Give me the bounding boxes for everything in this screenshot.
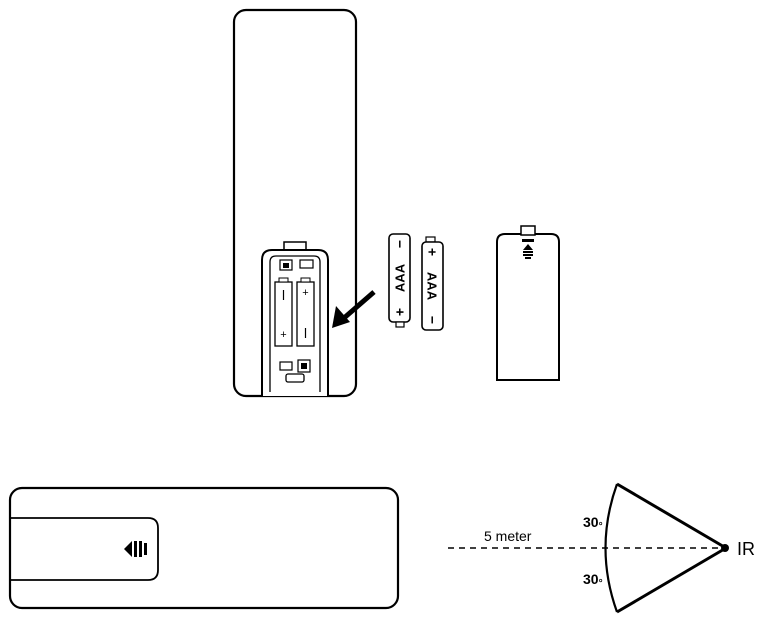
- ir-label: IR: [737, 539, 755, 559]
- remote-side-view: [8, 486, 400, 610]
- battery2-label: AAA: [425, 272, 440, 301]
- aaa-battery-1: + AAA −: [388, 233, 411, 328]
- insert-arrow-icon: [332, 290, 376, 328]
- slot2-plus-mark: +: [302, 287, 308, 299]
- angle-top-label: 30°: [583, 514, 603, 532]
- battery1-minus: −: [392, 240, 408, 248]
- open-cover-icon: [523, 244, 533, 259]
- angle-bottom-label: 30°: [583, 571, 603, 589]
- battery2-minus: −: [425, 316, 441, 324]
- battery1-plus: +: [392, 308, 408, 316]
- battery2-plus: +: [425, 248, 441, 256]
- ir-range-diagram: 5 meter 30° 30° IR: [448, 482, 755, 614]
- ir-emitter-point: [721, 544, 729, 552]
- battery-cover: [496, 225, 560, 381]
- slot1-plus-mark: +: [280, 329, 286, 341]
- battery1-label: AAA: [393, 263, 408, 292]
- slide-cover-icon: [124, 541, 147, 557]
- distance-label: 5 meter: [484, 528, 532, 544]
- battery-compartment: + +: [261, 241, 329, 396]
- aaa-battery-2: + AAA −: [421, 236, 444, 331]
